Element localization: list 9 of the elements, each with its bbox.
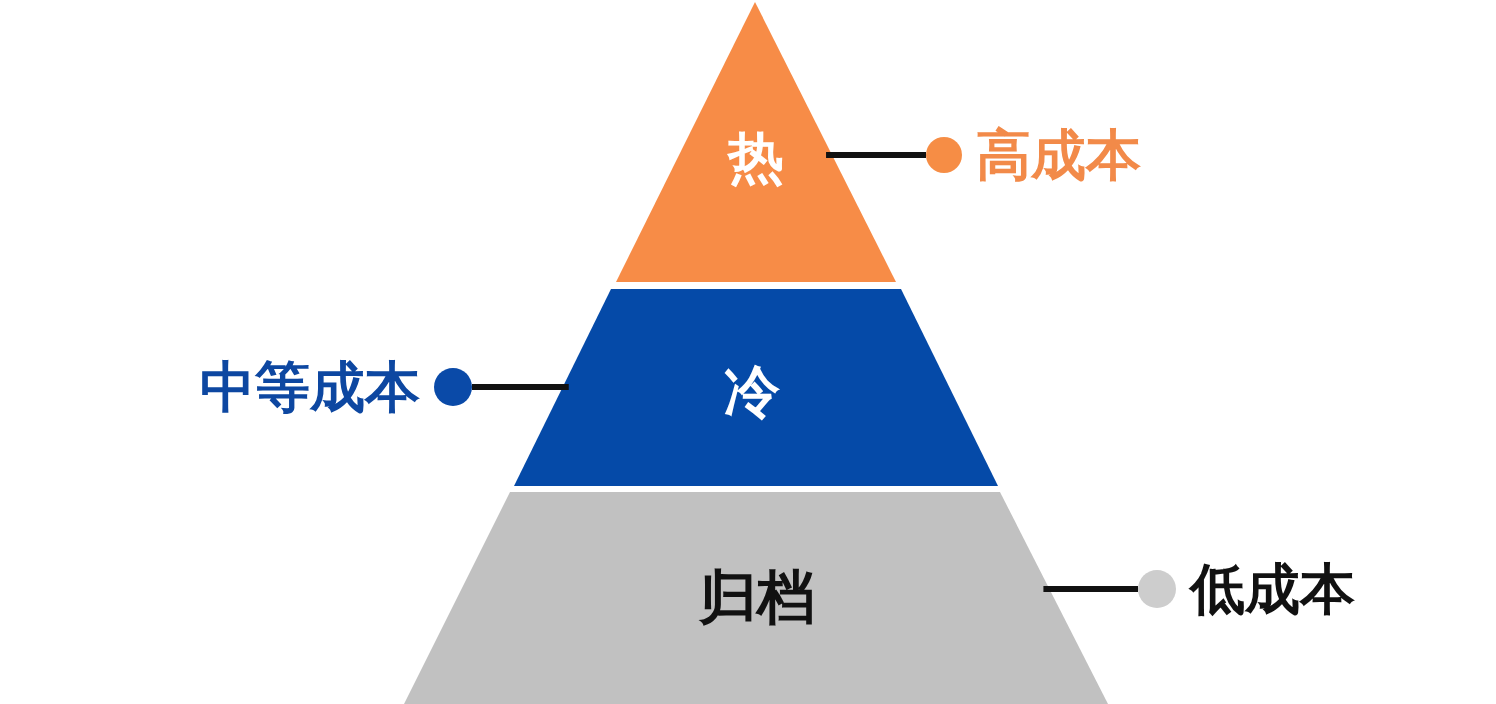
tier-label: 冷 bbox=[724, 364, 780, 420]
leader-line bbox=[472, 384, 569, 390]
cost-label: 中等成本 bbox=[200, 359, 420, 415]
cost-label: 高成本 bbox=[976, 127, 1141, 183]
leader-line bbox=[826, 152, 926, 158]
tier-label: 热 bbox=[728, 130, 784, 186]
tier-label: 归档 bbox=[699, 568, 815, 626]
cost-label: 低成本 bbox=[1190, 561, 1355, 617]
leader-line bbox=[1043, 586, 1138, 592]
